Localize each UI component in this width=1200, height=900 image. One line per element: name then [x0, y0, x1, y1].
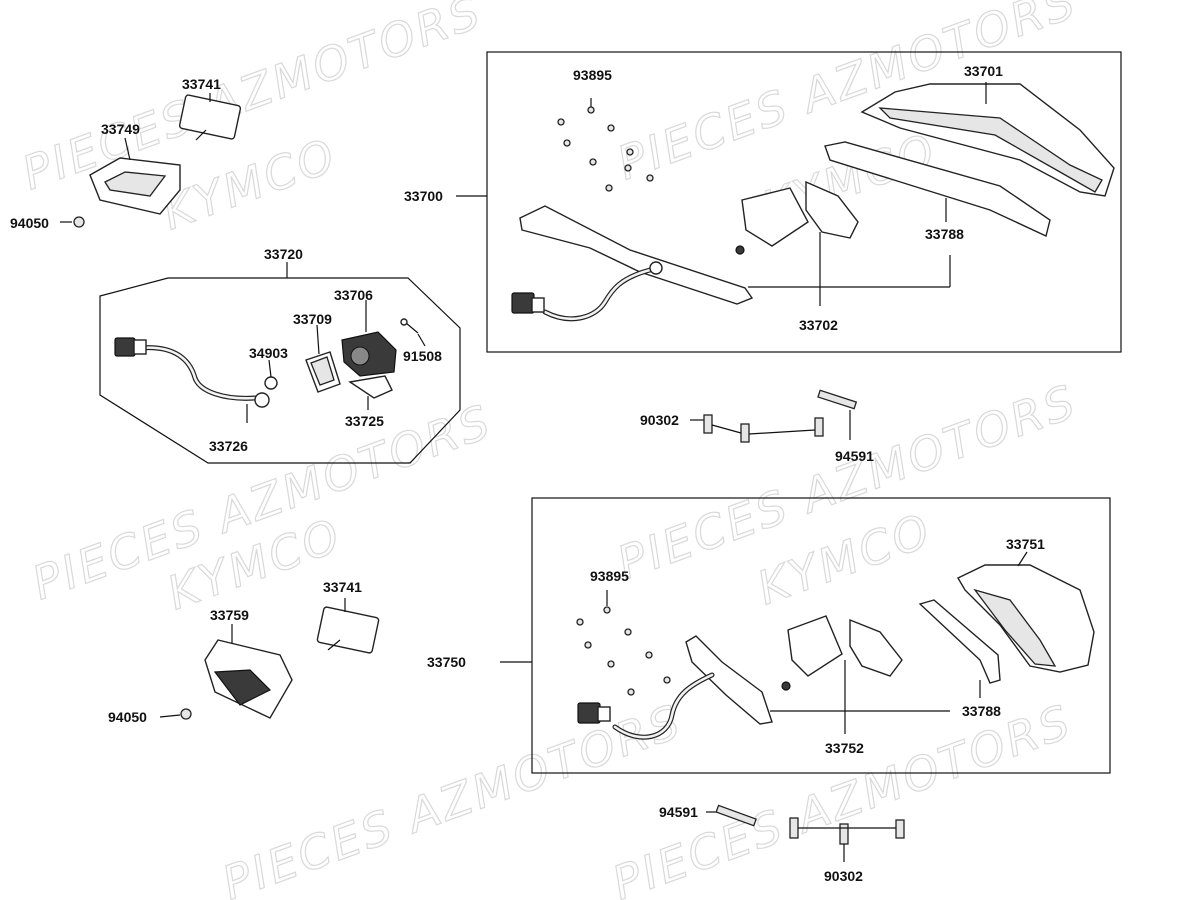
front-harness-connector	[577, 702, 601, 724]
bottom-hardware-group	[706, 804, 905, 862]
screw-drawing	[814, 417, 824, 437]
part-number-label: 33759	[210, 607, 249, 623]
part-number-label: 33726	[209, 438, 248, 454]
screw-set	[576, 590, 671, 696]
rear-base-drawing	[519, 205, 754, 305]
plate-stud	[195, 129, 207, 141]
reflector-window	[213, 669, 272, 706]
part-number-label: 33749	[101, 121, 140, 137]
front-box-group	[500, 497, 1111, 774]
part-number-label: 33725	[345, 413, 384, 429]
part-number-label: 33701	[964, 63, 1003, 79]
part-number-label: 33709	[293, 311, 332, 327]
part-number-label: 90302	[824, 868, 863, 884]
bulb-socket	[254, 392, 270, 408]
part-number-label: 33741	[182, 76, 221, 92]
lamp-screw-drawing	[405, 322, 419, 334]
part-number-label: 33706	[334, 287, 373, 303]
part-number-label: 33741	[323, 579, 362, 595]
part-number-label: 91508	[403, 348, 442, 364]
part-number-label: 33720	[264, 246, 303, 262]
screw-drawing	[789, 817, 799, 839]
mid-hardware-group	[690, 389, 858, 443]
nut-drawing	[180, 708, 192, 720]
part-number-label: 34903	[249, 345, 288, 361]
harness-connector	[114, 337, 136, 357]
front-gasket-drawing	[918, 599, 1001, 684]
cable-tie-drawing	[715, 804, 757, 827]
reflector-window	[104, 171, 167, 197]
top-reflector-group	[60, 93, 242, 228]
screw-drawing	[703, 414, 713, 434]
rear-pcb-left	[741, 187, 809, 247]
nut-drawing	[73, 216, 85, 228]
bulb-drawing	[264, 376, 278, 390]
rear-box-group	[456, 51, 1122, 353]
license-lamp-group	[99, 262, 461, 464]
part-number-label: 33700	[404, 188, 443, 204]
rear-gasket-drawing	[824, 141, 1051, 237]
part-number-label: 94050	[10, 215, 49, 231]
part-number-label: 94591	[835, 448, 874, 464]
cable-tie-drawing	[817, 389, 858, 410]
front-pcb-left	[787, 615, 843, 677]
license-plate-drawing	[178, 94, 242, 140]
screw-set	[557, 98, 654, 192]
part-number-label: 93895	[590, 568, 629, 584]
group-outline	[99, 277, 461, 464]
rear-pcb-right	[805, 180, 859, 239]
group-outline	[531, 497, 1111, 774]
part-number-label: 33752	[825, 740, 864, 756]
screw-drawing	[839, 823, 849, 845]
front-lens-drawing	[957, 564, 1095, 673]
lamp-bracket-drawing	[348, 375, 393, 399]
harness-wire	[137, 345, 258, 401]
license-plate-drawing	[316, 606, 380, 654]
part-number-label: 94591	[659, 804, 698, 820]
part-number-label: 33702	[799, 317, 838, 333]
part-number-label: 94050	[108, 709, 147, 725]
screw-drawing	[895, 819, 905, 839]
front-base-drawing	[685, 635, 773, 725]
part-number-label: 33788	[925, 226, 964, 242]
bottom-reflector-group	[159, 598, 380, 720]
front-pcb-right	[849, 618, 903, 677]
part-number-label: 33788	[962, 703, 1001, 719]
rear-harness-connector	[511, 292, 535, 314]
part-number-label: 33751	[1006, 536, 1045, 552]
part-number-label: 33750	[427, 654, 466, 670]
part-number-label: 93895	[573, 67, 612, 83]
screw-drawing	[740, 423, 750, 443]
part-number-label: 90302	[640, 412, 679, 428]
group-outline	[486, 51, 1122, 353]
